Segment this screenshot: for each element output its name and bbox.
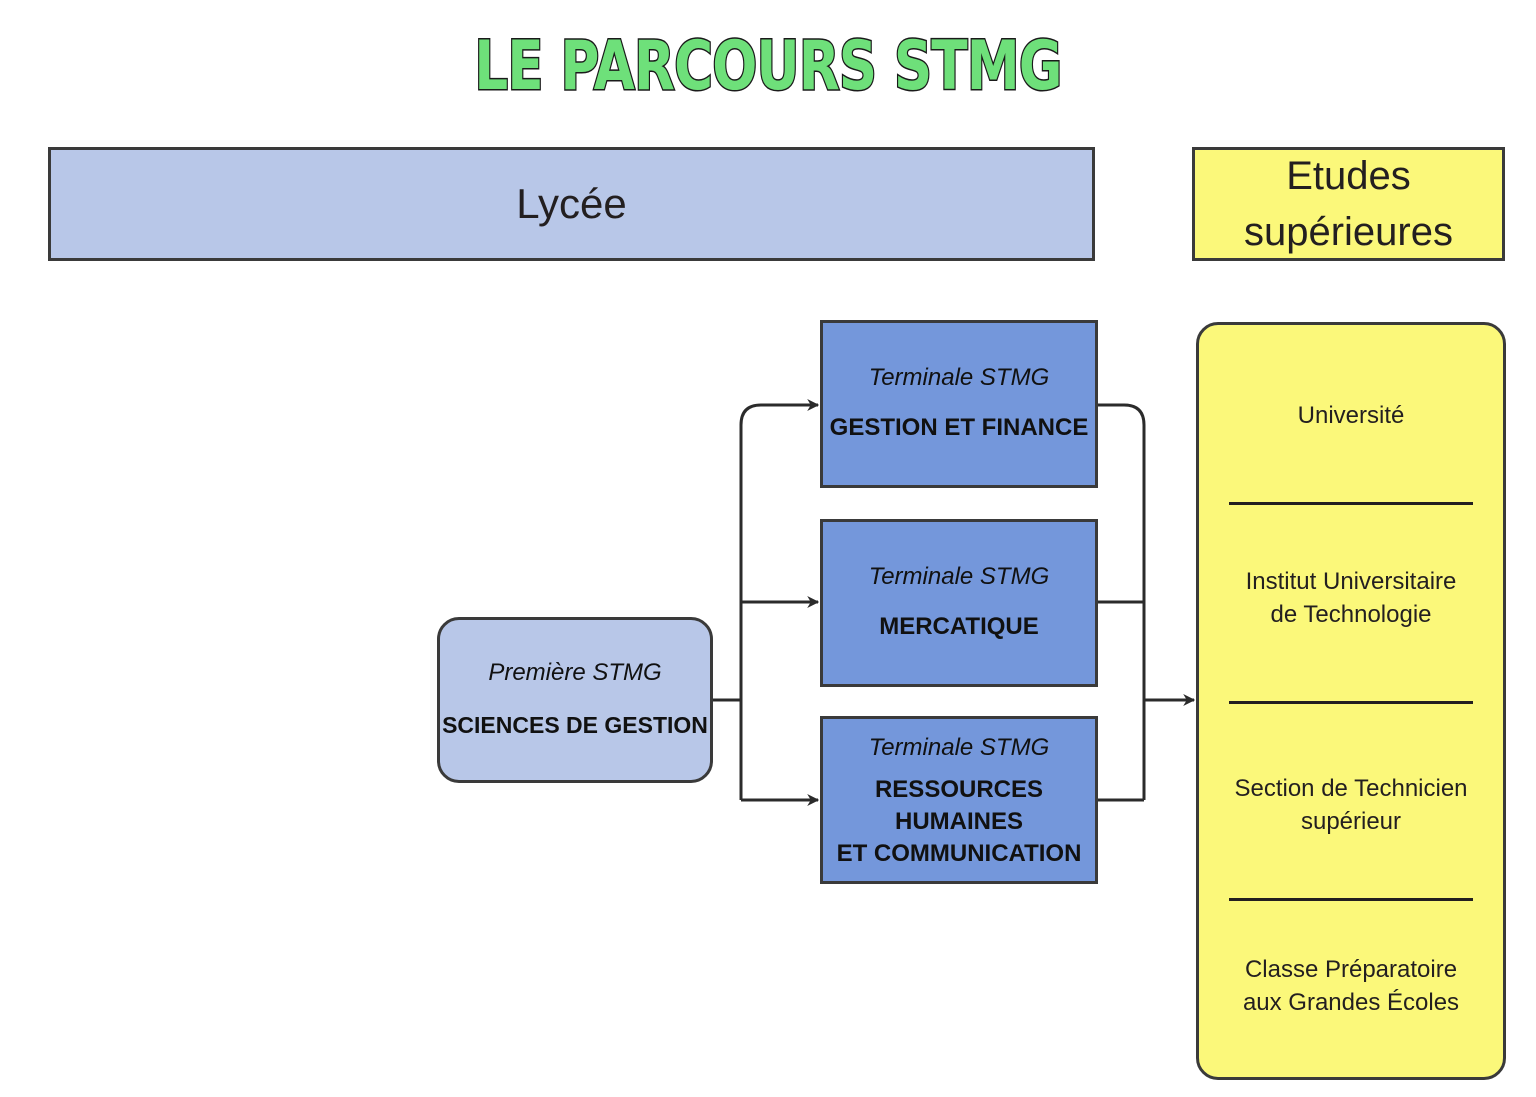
etudes-superieures-panel: Université Institut Universitaire de Tec… bbox=[1196, 322, 1506, 1080]
lycee-label: Lycée bbox=[516, 180, 627, 227]
etude-item-cpge: Classe Préparatoire aux Grandes Écoles bbox=[1242, 956, 1460, 1016]
etudes-label: Etudes supérieures bbox=[1243, 154, 1453, 254]
etude-item-iut: Institut Universitaire de Technologie bbox=[1245, 568, 1457, 628]
connector-split-vertical bbox=[739, 403, 762, 800]
lycee-header: Lycée bbox=[48, 147, 1095, 261]
premiere-stmg-box: Première STMG SCIENCES DE GESTION bbox=[437, 617, 713, 783]
terminale-sub-label: Terminale STMG bbox=[868, 563, 1050, 590]
separator bbox=[1229, 701, 1473, 704]
connector-gestion-finance-out bbox=[1098, 403, 1146, 800]
terminale-sub-label: Terminale STMG bbox=[868, 734, 1050, 761]
terminale-gestion-finance-box: Terminale STMG GESTION ET FINANCE bbox=[820, 320, 1098, 488]
separator bbox=[1229, 898, 1473, 901]
terminale-sub-label: Terminale STMG bbox=[868, 364, 1050, 391]
terminale-main-label: RESSOURCES HUMAINES ET COMMUNICATION bbox=[836, 776, 1082, 867]
etude-item-universite: Université bbox=[1297, 402, 1405, 429]
etude-item-sts: Section de Technicien supérieur bbox=[1234, 775, 1468, 835]
terminale-main-label: GESTION ET FINANCE bbox=[829, 414, 1089, 441]
page-title: LE PARCOURS STMG bbox=[473, 26, 1063, 108]
terminale-main-label: MERCATIQUE bbox=[879, 613, 1039, 640]
terminale-ressources-humaines-box: Terminale STMG RESSOURCES HUMAINES ET CO… bbox=[820, 716, 1098, 884]
terminale-mercatique-box: Terminale STMG MERCATIQUE bbox=[820, 519, 1098, 687]
premiere-main-label: SCIENCES DE GESTION bbox=[442, 712, 708, 738]
premiere-sub-label: Première STMG bbox=[488, 659, 662, 686]
etudes-superieures-header: Etudes supérieures bbox=[1192, 147, 1505, 261]
separator bbox=[1229, 502, 1473, 505]
